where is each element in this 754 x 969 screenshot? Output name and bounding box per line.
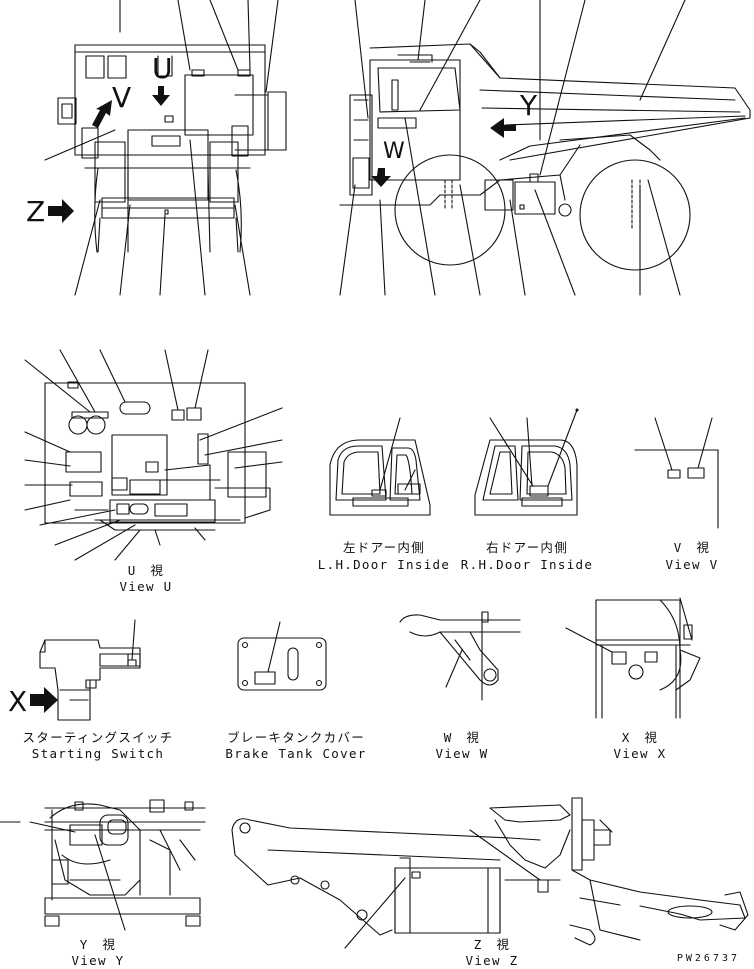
view-z-label-en: View Z (465, 953, 519, 968)
view-x-panel (566, 598, 700, 718)
brake-tank-label-jp: ブレーキタンクカバー (226, 730, 366, 745)
view-y-label-jp: Y 視 (79, 937, 117, 952)
view-x-label-jp: X 視 (621, 730, 659, 745)
lh-door-label-jp: 左ドアー内側 (342, 540, 426, 555)
view-v-label-jp: V 視 (673, 540, 711, 555)
brake-tank-label-en: Brake Tank Cover (225, 746, 367, 761)
view-y-label-en: View Y (71, 953, 125, 968)
arrow-y (490, 118, 516, 138)
truck-side-view (340, 0, 750, 295)
marker-w: W (383, 139, 405, 164)
truck-front-view (45, 0, 286, 295)
view-v-label-en: View V (665, 557, 719, 572)
rh-door-label-jp: 右ドアー内側 (485, 540, 569, 555)
view-x-label-en: View X (613, 746, 667, 761)
view-w-label-en: View W (435, 746, 489, 761)
view-u-panel (25, 350, 282, 560)
rh-door-panel (475, 409, 578, 515)
marker-y: Y (520, 89, 538, 122)
view-y-panel (0, 800, 205, 930)
brake-tank-cover-panel (238, 622, 326, 690)
lh-door-panel (330, 418, 430, 515)
view-w-panel (400, 612, 520, 700)
marker-z: Z (26, 195, 46, 228)
view-z-panel (232, 798, 748, 948)
view-w-label-jp: W 視 (443, 730, 481, 745)
marker-v: V (112, 81, 132, 114)
marker-u: U (152, 52, 173, 85)
arrow-v (152, 86, 170, 106)
lh-door-label-en: L.H.Door Inside (317, 557, 451, 572)
arrow-u (92, 100, 112, 128)
arrow-w (371, 168, 391, 187)
arrow-z (48, 199, 74, 223)
starting-switch-label-en: Starting Switch (31, 746, 165, 761)
marker-x: X (8, 685, 28, 718)
drawing-number: PW26737 (676, 953, 740, 964)
view-u-label-jp: U 視 (127, 563, 165, 578)
view-u-label-en: View U (119, 579, 173, 594)
view-z-label-jp: Z 視 (473, 937, 511, 952)
rh-door-label-en: R.H.Door Inside (460, 557, 594, 572)
view-v-panel (635, 418, 718, 528)
starting-switch-panel (30, 620, 140, 720)
arrow-x (30, 687, 58, 713)
starting-switch-label-jp: スターティングスイッチ (22, 730, 174, 745)
